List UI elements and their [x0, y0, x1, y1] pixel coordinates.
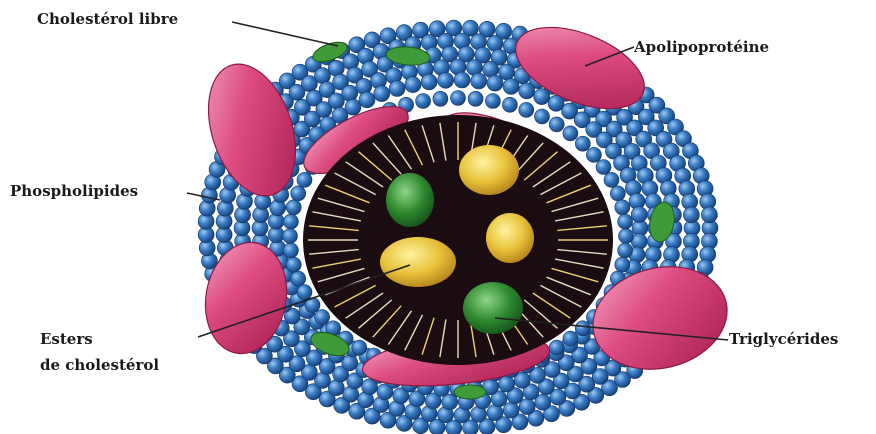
phospholipid-head [315, 68, 331, 84]
phospholipid-head [438, 72, 454, 88]
phospholipid-head [421, 74, 437, 90]
label-apolipoprotein: Apolipoprotéine [634, 38, 769, 56]
phospholipid-head [359, 92, 375, 108]
label-cholesterol-esters-line2: de cholestérol [40, 356, 159, 374]
phospholipid-head [619, 229, 634, 244]
phospholipid-head [575, 136, 590, 151]
cholesterol-ester-droplet [459, 145, 519, 195]
phospholipid-head [286, 257, 301, 272]
phospholipid-head [502, 97, 517, 112]
phospholipid-head [549, 340, 564, 355]
phospholipid-head [352, 340, 367, 355]
phospholipid-head [451, 91, 466, 106]
phospholipid-head [454, 72, 470, 88]
phospholipid-head [433, 91, 448, 106]
phospholipid-head [563, 126, 578, 141]
phospholipid-head [342, 85, 358, 101]
phospholipid-head [283, 229, 298, 244]
phospholipid-head [604, 172, 619, 187]
phospholipid-head [534, 89, 550, 105]
phospholipid-head [297, 285, 312, 300]
phospholipid-head [389, 81, 405, 97]
phospholipid-head [286, 200, 301, 215]
phospholipid-head [315, 310, 330, 325]
phospholipid-head [535, 109, 550, 124]
phospholipid-head [487, 405, 503, 421]
phospholipid-head [283, 214, 298, 229]
phospholipid-head [345, 99, 361, 115]
phospholipid-head [618, 214, 633, 229]
phospholipid-head [563, 331, 578, 346]
phospholipid-head [701, 207, 717, 223]
phospholipid-head [291, 271, 306, 286]
phospholipid-head [519, 102, 534, 117]
phospholipid-head [503, 78, 519, 94]
phospholipid-head [596, 160, 611, 175]
phospholipid-head [683, 207, 699, 223]
phospholipid-head [549, 117, 564, 132]
phospholipid-head [610, 186, 625, 201]
triglyceride-droplet [386, 173, 434, 227]
phospholipid-head [405, 77, 421, 93]
phospholipid-head [297, 172, 312, 187]
phospholipid-head [503, 402, 519, 418]
phospholipid-head [471, 73, 487, 89]
free-cholesterol-molecule [454, 385, 486, 399]
cholesterol-ester-droplet [486, 213, 534, 263]
leader-free-cholesterol [232, 22, 338, 46]
phospholipid-head [487, 35, 503, 51]
triglyceride-droplet [463, 282, 523, 334]
phospholipid-head [487, 75, 503, 91]
phospholipid-head [483, 61, 499, 77]
phospholipid-head [283, 243, 298, 258]
label-triglycerides: Triglycérides [729, 330, 838, 348]
phospholipid-head [485, 94, 500, 109]
phospholipid-head [291, 186, 306, 201]
phospholipid-head [586, 147, 601, 162]
phospholipid-head [631, 207, 647, 223]
phospholipid-head [615, 200, 630, 215]
phospholipid-head [374, 86, 390, 102]
phospholipid-head [615, 257, 630, 272]
phospholipid-head [618, 243, 633, 258]
label-free-cholesterol: Cholestérol libre [37, 10, 178, 28]
phospholipid-head [416, 94, 431, 109]
phospholipid-head [468, 91, 483, 106]
cholesterol-ester-droplet [380, 237, 456, 287]
phospholipid-head [575, 321, 590, 336]
label-phospholipids: Phospholipides [10, 182, 138, 200]
phospholipid-head [519, 83, 535, 99]
label-cholesterol-esters-line1: Esters [40, 330, 93, 348]
